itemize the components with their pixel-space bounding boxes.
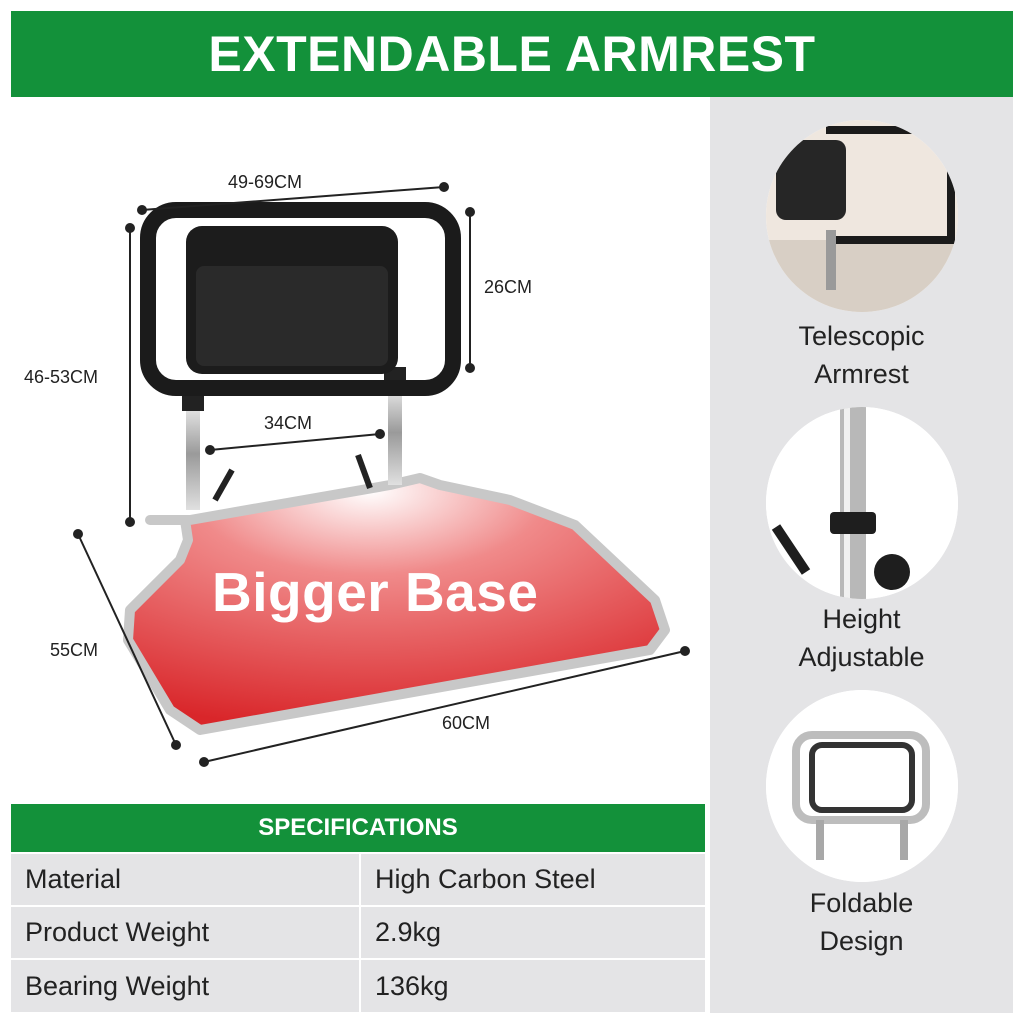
spec-value: 136kg (375, 970, 449, 1001)
feature-label-telescopic: Telescopic Armrest (798, 321, 925, 389)
left-leg (186, 398, 200, 510)
telescopic-armrest-photo (766, 120, 958, 312)
dimension-frame-height: 26CM (484, 277, 533, 297)
page-title: EXTENDABLE ARMREST (11, 11, 1013, 97)
specifications-table: Material High Carbon Steel Product Weigh… (11, 852, 705, 1012)
right-leg (388, 380, 402, 485)
height-adjustable-photo (766, 407, 958, 599)
base-plate (123, 473, 670, 735)
feature-label-height: Height Adjustable (798, 604, 925, 672)
spec-value: High Carbon Steel (375, 864, 596, 894)
spec-value: 2.9kg (375, 917, 442, 947)
table-row: Bearing Weight 136kg (11, 959, 705, 1012)
dimension-base-depth: 55CM (50, 640, 99, 660)
dimension-total-height: 46-53CM (24, 367, 99, 387)
spec-key: Material (11, 853, 361, 906)
specifications-heading: SPECIFICATIONS (11, 804, 705, 852)
spec-key: Product Weight (11, 906, 361, 959)
armrest-frame (140, 202, 461, 396)
spec-key: Bearing Weight (11, 959, 361, 1012)
dimension-top-width: 49-69CM (228, 172, 303, 192)
foldable-design-photo (766, 690, 958, 882)
feature-label-foldable: Foldable Design (809, 888, 914, 956)
bigger-base-label: Bigger Base (212, 561, 539, 623)
dimension-leg-spacing: 34CM (264, 413, 313, 433)
table-row: Product Weight 2.9kg (11, 906, 705, 959)
table-row: Material High Carbon Steel (11, 853, 705, 906)
dimension-base-width: 60CM (442, 713, 491, 733)
